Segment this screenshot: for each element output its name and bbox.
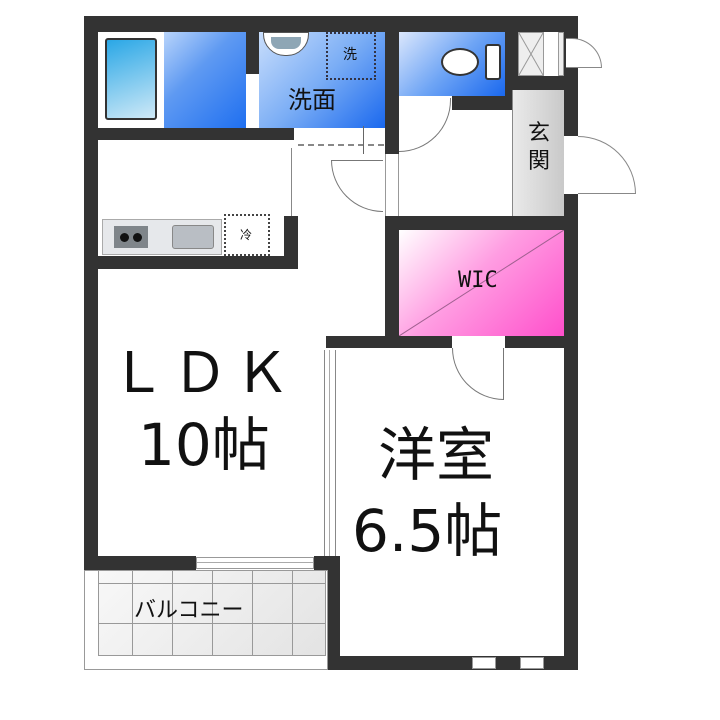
sink-icon [172,225,214,249]
wall-toilet-bottom [452,96,518,110]
entrance-label: 玄関 [528,121,551,174]
wall-ldk-bottom-right [314,556,340,570]
refrigerator-space: 冷 [224,214,270,256]
front-door-opening [564,136,578,194]
outer-wall-bottom [326,656,578,670]
wic [399,230,564,336]
wall-ldk-bottom-left [84,556,196,570]
pipe-shaft [518,32,544,76]
wash-sliding-door [298,144,384,147]
wic-door-swing [452,348,504,400]
ldk-label: ＬＤＫ [110,341,296,406]
toilet-tank-icon [485,44,501,80]
window-western-2 [520,657,544,669]
wall-kitchen [98,256,298,269]
bathtub [105,38,157,120]
wall-entrance-top [512,76,564,90]
balcony-label: バルコニー [134,598,244,623]
balcony-floor [98,570,326,656]
outer-wall-top [84,16,578,32]
refrigerator-label: 冷 [240,228,253,242]
wall-wic-left [385,216,399,346]
entrance [512,90,564,216]
outer-wall-left [84,16,98,572]
western-room-size-label: 6.5帖 [352,497,503,565]
bath-door [247,74,258,128]
wall-western-left [326,556,340,670]
wash-door-arrow [363,126,364,154]
hallway-door-swing [331,160,383,212]
wall-bath-bottom [98,128,294,140]
toilet-bowl-icon [441,48,479,76]
kitchen-partition-line [291,148,292,216]
washing-machine-space: 洗 [326,32,376,80]
wall-wic-top [385,216,565,230]
hallway-partition [385,154,399,216]
wall-wash-toilet [385,32,399,154]
window-western-1 [472,657,496,669]
meter-door [566,38,602,68]
western-room-label: 洋室 [378,421,495,489]
wall-bath-wash [246,32,259,74]
outer-wall-right [564,16,578,670]
washroom-label: 洗面 [288,86,336,114]
stove-icon [114,226,148,248]
meter-box [558,32,564,76]
wall-wic-bottom-right [505,336,565,348]
wic-label: WIC [458,268,498,293]
wall-kitchen-end [284,216,298,268]
ldk-size-label: 10帖 [138,411,270,479]
sliding-partition [324,350,336,560]
wall-wic-bottom-left [326,336,452,348]
toilet-door-swing [399,98,451,152]
bathroom-floor [164,32,246,128]
washing-machine-label: 洗 [343,47,357,63]
balcony-window [196,557,314,569]
